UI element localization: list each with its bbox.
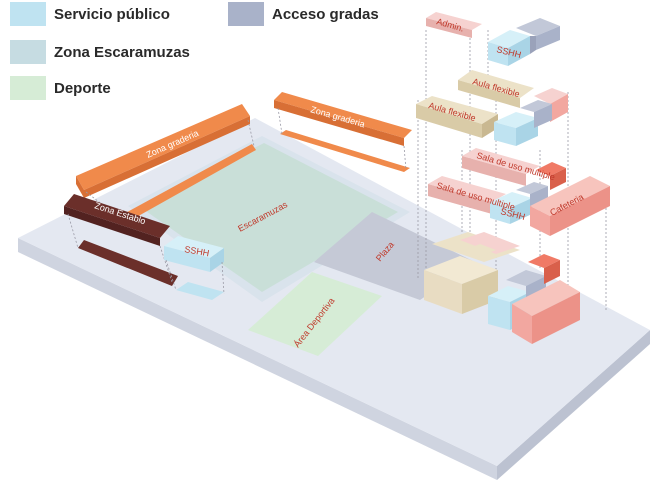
legend-label: Acceso gradas [272,5,379,23]
site-base-side [18,238,497,480]
legend-swatch-zona-escaramuzas [10,40,46,64]
sala-uso-multiple-2-block [428,176,548,224]
sshh-left-block [164,236,225,300]
zona-graderia-left-block [76,104,256,224]
legend: Servicio público Acceso gradas Zona Esca… [0,0,440,110]
legend-item-deporte: Deporte [10,76,111,100]
legend-item-servicio-publico: Servicio público [10,2,170,26]
aula-flexible-1-block [458,70,568,122]
sshh-left-label: SSHH [184,244,210,258]
area-deportiva [248,272,382,356]
legend-label: Servicio público [54,5,170,23]
escaramuzas-field [140,143,398,292]
legend-item-zona-escaramuzas: Zona Escaramuzas [10,40,190,64]
legend-swatch-deporte [10,76,46,100]
legend-swatch-acceso-gradas [228,2,264,26]
admin-block [426,12,482,38]
ground-volumes [424,232,580,344]
legend-label: Zona Escaramuzas [54,43,190,61]
sala-uso-multiple-1-block [462,148,566,190]
legend-swatch-servicio-publico [10,2,46,26]
legend-label: Deporte [54,79,111,97]
zona-establo-block [64,194,178,286]
legend-item-acceso-gradas: Acceso gradas [228,2,379,26]
sshh-top-block [488,18,560,66]
site-base-side-right [497,330,650,480]
cafeteria-block [530,176,610,236]
aula-flexible-2-block [416,96,552,146]
zona-graderia-right-block [274,92,412,172]
